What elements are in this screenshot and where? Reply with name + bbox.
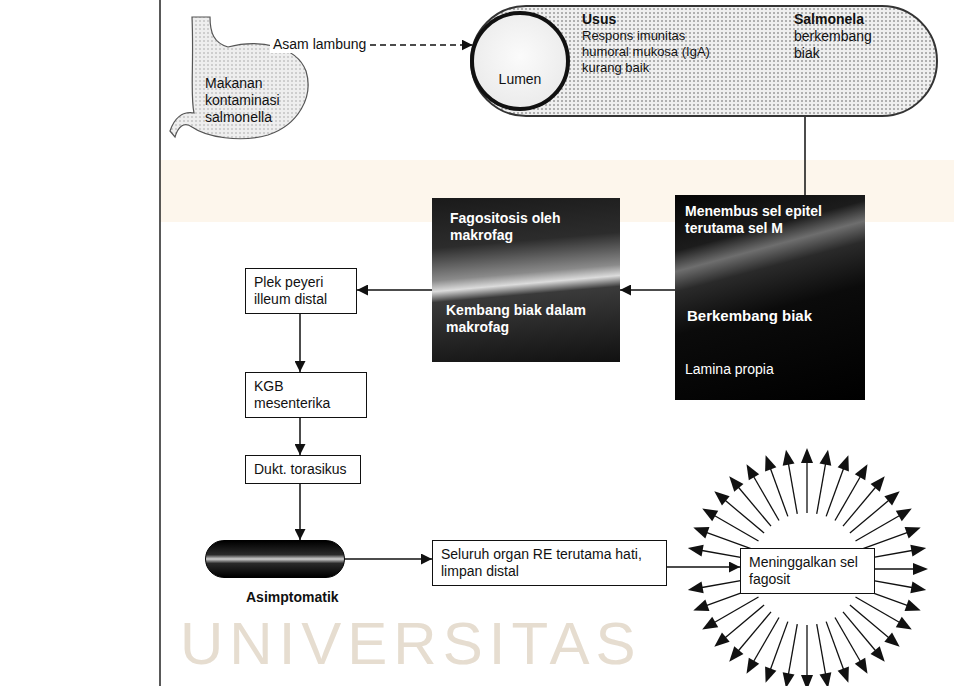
stomach-illustration: Makanan kontaminasi salmonella bbox=[170, 15, 310, 140]
process-box: Meninggalkan sel fagosit bbox=[740, 548, 875, 594]
process-box: KGB mesenterika bbox=[245, 372, 367, 418]
process-box: Seluruh organ RE terutama hati, limpan d… bbox=[432, 540, 667, 586]
node-text: Lumen bbox=[474, 71, 566, 88]
flow-arrow bbox=[299, 314, 301, 372]
macrophage-image: Fagositosis oleh makrofagKembang biak da… bbox=[432, 198, 620, 362]
node-text: Plek peyeri illeum distal bbox=[254, 274, 348, 308]
node-text: berkembang biak bbox=[794, 28, 894, 62]
flow-arrow bbox=[299, 484, 301, 540]
node-text: Berkembang biak bbox=[687, 307, 857, 324]
page-margin-line bbox=[159, 0, 161, 686]
flow-arrow bbox=[357, 289, 432, 291]
flow-arrow bbox=[804, 117, 806, 195]
lamina-propria-image: Menembus sel epitel terutama sel M Berkem… bbox=[675, 195, 865, 400]
node-text: Kembang biak dalam makrofag bbox=[446, 302, 616, 336]
node-text: Respons imunitas humoral mukosa (IgA) ku… bbox=[582, 28, 714, 76]
edge-label: Asam lambung bbox=[270, 36, 369, 53]
flow-arrow bbox=[667, 566, 740, 568]
blood-vessel: Asimptomatik bbox=[205, 540, 345, 578]
process-box: Plek peyeri illeum distal bbox=[245, 268, 357, 314]
node-text: Salmonela bbox=[794, 11, 914, 28]
node-text: Usus bbox=[582, 11, 722, 28]
node-text: Asimptomatik bbox=[246, 589, 339, 606]
intestine-tube: UsusRespons imunitas humoral mukosa (IgA… bbox=[470, 5, 938, 117]
node-text: Meninggalkan sel fagosit bbox=[749, 554, 866, 588]
flow-arrow bbox=[299, 418, 301, 455]
node-text: Dukt. torasikus bbox=[254, 461, 352, 478]
process-box: Dukt. torasikus bbox=[245, 455, 361, 484]
node-text: Menembus sel epitel terutama sel M bbox=[685, 203, 855, 237]
flow-arrow bbox=[345, 558, 432, 560]
node-text: Seluruh organ RE terutama hati, limpan d… bbox=[441, 546, 658, 580]
lumen-circle: Lumen bbox=[470, 11, 570, 111]
watermark: UNIVERSITAS bbox=[180, 612, 642, 676]
node-text: Fagositosis oleh makrofag bbox=[450, 210, 610, 244]
flow-arrow bbox=[620, 289, 675, 291]
node-text: Lamina propia bbox=[685, 361, 855, 378]
node-text: KGB mesenterika bbox=[254, 378, 358, 412]
node-text: Makanan kontaminasi salmonella bbox=[205, 75, 305, 126]
